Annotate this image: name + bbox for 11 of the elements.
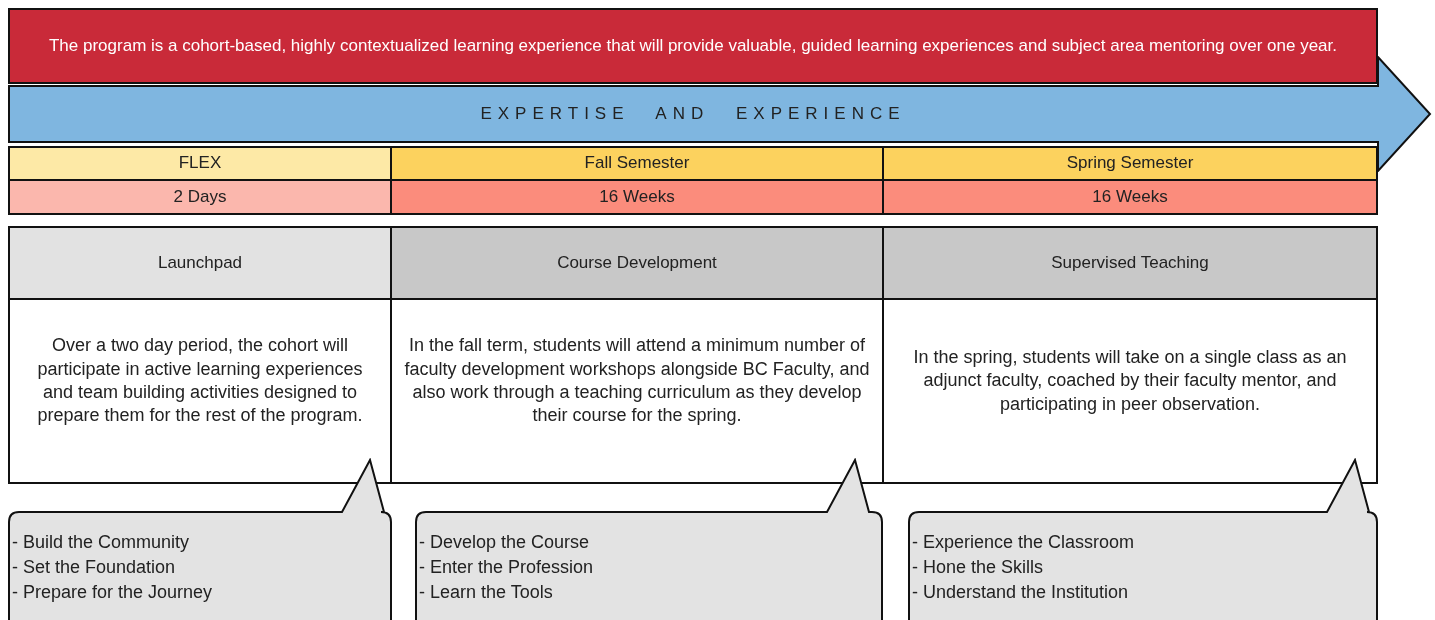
duration-cell: 16 Weeks [882, 179, 1378, 215]
description-cell: In the spring, students will take on a single class as an adjunct faculty, coached by their faculty mentor, and participating in peer observation. [882, 298, 1378, 484]
duration-cell: 16 Weeks [390, 179, 884, 215]
duration-cell: 2 Days [8, 179, 392, 215]
phase-header: Course Development [390, 226, 884, 300]
phase-header: Launchpad [8, 226, 392, 300]
description-cell: Over a two day period, the cohort will participate in active learning experiences and team building activities designed to prepare them for the rest of the program. [8, 298, 392, 484]
speech-bubble: - Develop the Course - Enter the Profession - Learn the Tools [415, 458, 883, 620]
speech-bubble: - Build the Community - Set the Foundation - Prepare for the Journey [8, 458, 392, 620]
speech-bubble: - Experience the Classroom - Hone the Skills - Understand the Institution [908, 458, 1378, 620]
phase-header: Supervised Teaching [882, 226, 1378, 300]
